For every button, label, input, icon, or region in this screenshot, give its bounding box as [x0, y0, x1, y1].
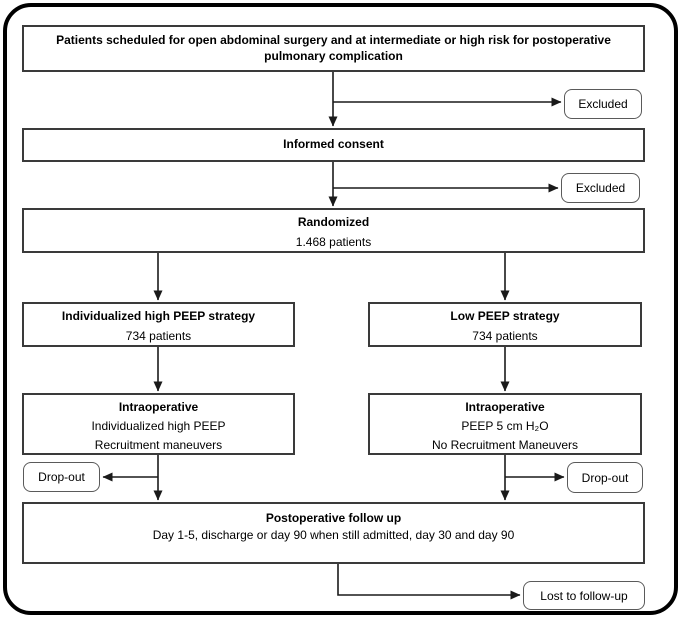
intraop-high-line1: Individualized high PEEP [91, 419, 226, 433]
intraop-low-box: Intraoperative PEEP 5 cm H₂O No Recruitm… [368, 393, 642, 455]
excluded-mid-label: Excluded [575, 181, 626, 195]
postop-followup-box: Postoperative follow up Day 1-5, dischar… [22, 502, 645, 564]
lost-to-followup-label: Lost to follow-up [540, 588, 628, 603]
lost-to-followup-box: Lost to follow-up [523, 581, 645, 610]
excluded-top-label: Excluded [578, 97, 628, 111]
randomized-title: Randomized [297, 215, 370, 229]
arrow-to-lost-followup [337, 564, 521, 600]
informed-consent-text: Informed consent [283, 137, 384, 152]
intraop-low-line1: PEEP 5 cm H₂O [461, 419, 549, 433]
dropout-left-label: Drop-out [38, 470, 85, 484]
intraop-high-box: Intraoperative Individualized high PEEP … [22, 393, 295, 455]
intraop-low-line2: No Recruitment Maneuvers [431, 438, 579, 452]
intraop-high-title: Intraoperative [118, 400, 199, 414]
randomized-count: 1.468 patients [295, 235, 372, 249]
high-peep-strategy-title: Individualized high PEEP strategy [61, 309, 256, 323]
eligibility-text: Patients scheduled for open abdominal su… [56, 32, 611, 63]
excluded-top-box: Excluded [564, 89, 642, 119]
high-peep-strategy-box: Individualized high PEEP strategy 734 pa… [22, 302, 295, 347]
high-peep-strategy-count: 734 patients [125, 329, 192, 343]
eligibility-box: Patients scheduled for open abdominal su… [22, 25, 645, 72]
postop-followup-subtitle: Day 1-5, discharge or day 90 when still … [152, 528, 515, 542]
postop-followup-title: Postoperative follow up [265, 511, 402, 525]
dropout-left-box: Drop-out [23, 462, 100, 492]
intraop-low-title: Intraoperative [465, 400, 545, 414]
informed-consent-box: Informed consent [22, 128, 645, 162]
low-peep-strategy-box: Low PEEP strategy 734 patients [368, 302, 642, 347]
low-peep-strategy-title: Low PEEP strategy [450, 309, 560, 323]
intraop-high-line2: Recruitment maneuvers [94, 438, 223, 452]
dropout-right-box: Drop-out [567, 462, 643, 493]
randomized-box: Randomized 1.468 patients [22, 208, 645, 253]
low-peep-strategy-count: 734 patients [472, 329, 538, 343]
excluded-mid-box: Excluded [561, 173, 640, 203]
dropout-right-label: Drop-out [581, 470, 629, 485]
